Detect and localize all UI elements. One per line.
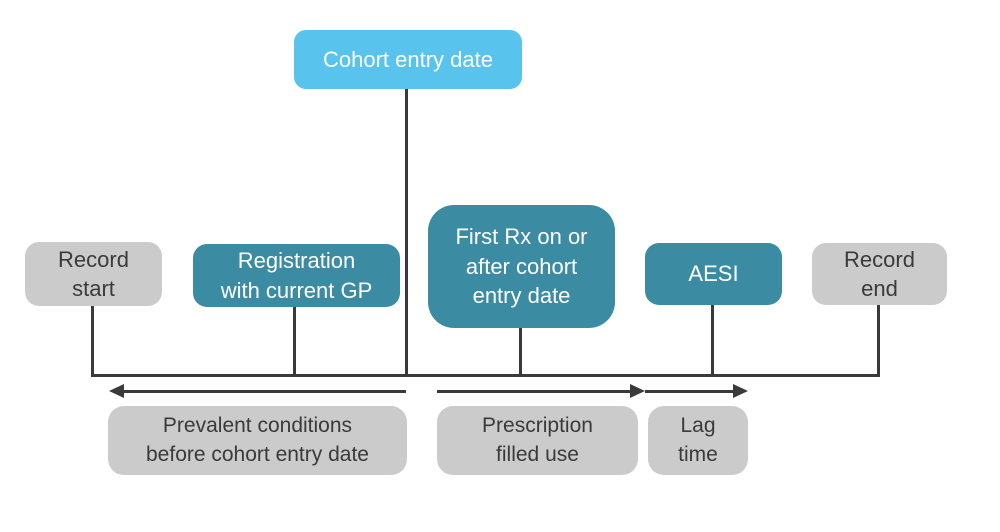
prescription-filled-use-period-box: Prescription filled use (437, 406, 638, 475)
cohort-entry-date-box: Cohort entry date (294, 30, 522, 89)
registration-connector-line (293, 307, 296, 377)
prevalent-conditions-period-box: Prevalent conditions before cohort entry… (108, 406, 407, 475)
lag-time-period-box: Lag time (648, 406, 748, 475)
timeline-axis (91, 374, 880, 377)
left-arrowhead-icon (109, 384, 124, 398)
record-end-box: Record end (812, 243, 947, 305)
record-end-connector-line (877, 305, 880, 377)
cohort-entry-connector-line (405, 89, 408, 377)
lag-period-arrow-line (645, 390, 734, 393)
aesi-connector-line (711, 305, 714, 377)
right-arrowhead-icon (733, 384, 748, 398)
first-rx-box: First Rx on or after cohort entry date (428, 205, 615, 328)
record-start-connector-line (91, 305, 94, 377)
prevalent-period-arrow-line (120, 390, 406, 393)
registration-with-current-gp-box: Registration with current GP (193, 244, 400, 307)
first-rx-connector-line (519, 328, 522, 377)
record-start-box: Record start (25, 242, 162, 306)
right-arrowhead-icon (630, 384, 645, 398)
aesi-box: AESI (645, 243, 782, 305)
prescription-period-arrow-line (437, 390, 631, 393)
